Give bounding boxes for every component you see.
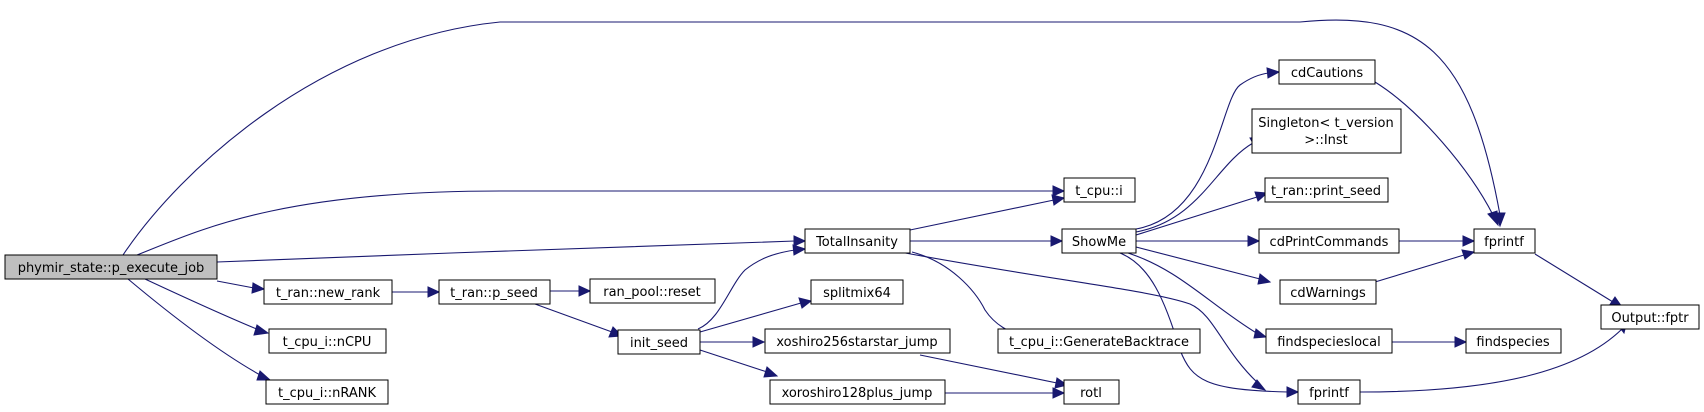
- node-label: t_ran::print_seed: [1271, 184, 1381, 199]
- node-xoshiro256[interactable]: xoshiro256starstar_jump: [764, 328, 951, 354]
- edge-p-seed-to-init-seed: [534, 303, 624, 338]
- node-pool-reset[interactable]: ran_pool::reset: [589, 278, 716, 304]
- node-nrank[interactable]: t_cpu_i::nRANK: [265, 379, 389, 405]
- node-print-seed[interactable]: t_ran::print_seed: [1264, 177, 1389, 203]
- node-cdcautions[interactable]: cdCautions: [1278, 59, 1376, 85]
- edge-root-to-totalinsanity: [216, 235, 807, 263]
- node-label: t_cpu_i::GenerateBacktrace: [1009, 335, 1189, 350]
- node-label: xoroshiro128plus_jump: [782, 386, 933, 401]
- node-label: rotl: [1080, 386, 1102, 401]
- node-label: t_ran::p_seed: [450, 286, 538, 301]
- node-label: t_ran::new_rank: [276, 286, 381, 301]
- edge-showme-to-cdcautions: [1135, 67, 1281, 230]
- node-cdprintcommands[interactable]: cdPrintCommands: [1258, 228, 1400, 254]
- edge-showme-to-cdwarnings: [1135, 246, 1272, 285]
- node-label: init_seed: [630, 336, 688, 351]
- node-label: Output::fptr: [1611, 311, 1689, 326]
- edge-xoroshiro128-to-rotl: [945, 387, 1066, 399]
- node-label: cdCautions: [1291, 66, 1364, 81]
- edge-showme-to-fprintf-b: [1119, 252, 1300, 398]
- call-graph-edges: [122, 19, 1628, 399]
- edge-root-to-cpu-i: [136, 185, 1066, 256]
- call-graph-nodes: phymir_state::p_execute_job t_ran::new_r…: [4, 59, 1700, 405]
- node-label: TotalInsanity: [815, 235, 898, 250]
- edge-cdcautions-to-fprintf: [1374, 81, 1499, 227]
- node-cdwarnings[interactable]: cdWarnings: [1279, 279, 1377, 305]
- node-new-rank[interactable]: t_ran::new_rank: [263, 279, 393, 305]
- node-label: t_cpu_i::nRANK: [278, 386, 376, 401]
- node-splitmix64[interactable]: splitmix64: [810, 279, 904, 305]
- node-label: fprintf: [1309, 386, 1349, 401]
- node-totalinsanity[interactable]: TotalInsanity: [804, 228, 911, 254]
- node-label: fprintf: [1484, 235, 1524, 250]
- edge-showme-to-findspecieslocal: [1127, 252, 1268, 339]
- edge-init-seed-to-xoroshiro128: [699, 349, 779, 378]
- node-label: cdWarnings: [1290, 286, 1366, 301]
- edge-cdwarnings-to-fprintf: [1374, 249, 1476, 283]
- edge-init-seed-to-totalinsanity: [697, 244, 807, 330]
- node-label: findspecieslocal: [1277, 335, 1381, 350]
- edge-showme-to-cdprintcommands: [1136, 235, 1261, 247]
- node-label: t_cpu::i: [1075, 184, 1123, 199]
- edge-totalinsanity-to-showme: [910, 235, 1064, 247]
- node-showme[interactable]: ShowMe: [1061, 228, 1137, 254]
- node-p-seed[interactable]: t_ran::p_seed: [438, 279, 551, 305]
- edge-totalinsanity-to-fprintf-b: [899, 251, 1267, 391]
- node-rotl[interactable]: rotl: [1063, 379, 1120, 405]
- node-label: t_cpu_i::nCPU: [283, 335, 372, 350]
- node-init-seed[interactable]: init_seed: [617, 329, 701, 355]
- node-singleton-inst[interactable]: Singleton< t_version >::Inst: [1251, 108, 1402, 154]
- node-label: ShowMe: [1072, 235, 1126, 250]
- edge-showme-to-print-seed: [1135, 191, 1269, 236]
- edge-totalinsanity-to-cpu-i: [909, 194, 1066, 231]
- node-findspecieslocal[interactable]: findspecieslocal: [1265, 328, 1393, 354]
- node-p-execute-job[interactable]: phymir_state::p_execute_job: [4, 254, 218, 280]
- node-xoroshiro128[interactable]: xoroshiro128plus_jump: [769, 379, 946, 405]
- node-label-line2: >::Inst: [1304, 133, 1348, 148]
- edge-showme-to-singleton: [1135, 136, 1265, 233]
- node-label: findspecies: [1476, 335, 1549, 350]
- edge-root-to-ncpu: [144, 278, 270, 336]
- edge-cdprintcommands-to-fprintf: [1399, 235, 1476, 247]
- node-findspecies[interactable]: findspecies: [1465, 328, 1562, 354]
- edge-fprintf-to-fptr: [1534, 253, 1624, 308]
- node-label: splitmix64: [823, 286, 891, 301]
- edge-root-to-new-rank: [216, 280, 266, 294]
- node-label: cdPrintCommands: [1270, 235, 1389, 250]
- edge-init-seed-to-xoshiro256: [700, 336, 766, 348]
- node-label: ran_pool::reset: [603, 285, 701, 300]
- node-output-fptr[interactable]: Output::fptr: [1600, 304, 1700, 330]
- node-fprintf[interactable]: fprintf: [1473, 228, 1536, 254]
- edge-new-rank-to-p-seed: [392, 286, 441, 298]
- node-cpu-i[interactable]: t_cpu::i: [1063, 177, 1136, 203]
- edge-init-seed-to-splitmix64: [699, 297, 813, 333]
- node-generate-backtrace[interactable]: t_cpu_i::GenerateBacktrace: [997, 328, 1201, 354]
- node-label: xoshiro256starstar_jump: [776, 335, 937, 350]
- edge-p-seed-to-pool-reset: [550, 285, 592, 297]
- node-ncpu[interactable]: t_cpu_i::nCPU: [268, 328, 387, 354]
- node-label: phymir_state::p_execute_job: [18, 261, 205, 276]
- edge-findspecieslocal-to-findspecies: [1392, 336, 1468, 348]
- edge-root-to-nrank: [127, 278, 272, 381]
- node-fprintf-2[interactable]: fprintf: [1297, 379, 1361, 405]
- node-label-line1: Singleton< t_version: [1258, 116, 1394, 131]
